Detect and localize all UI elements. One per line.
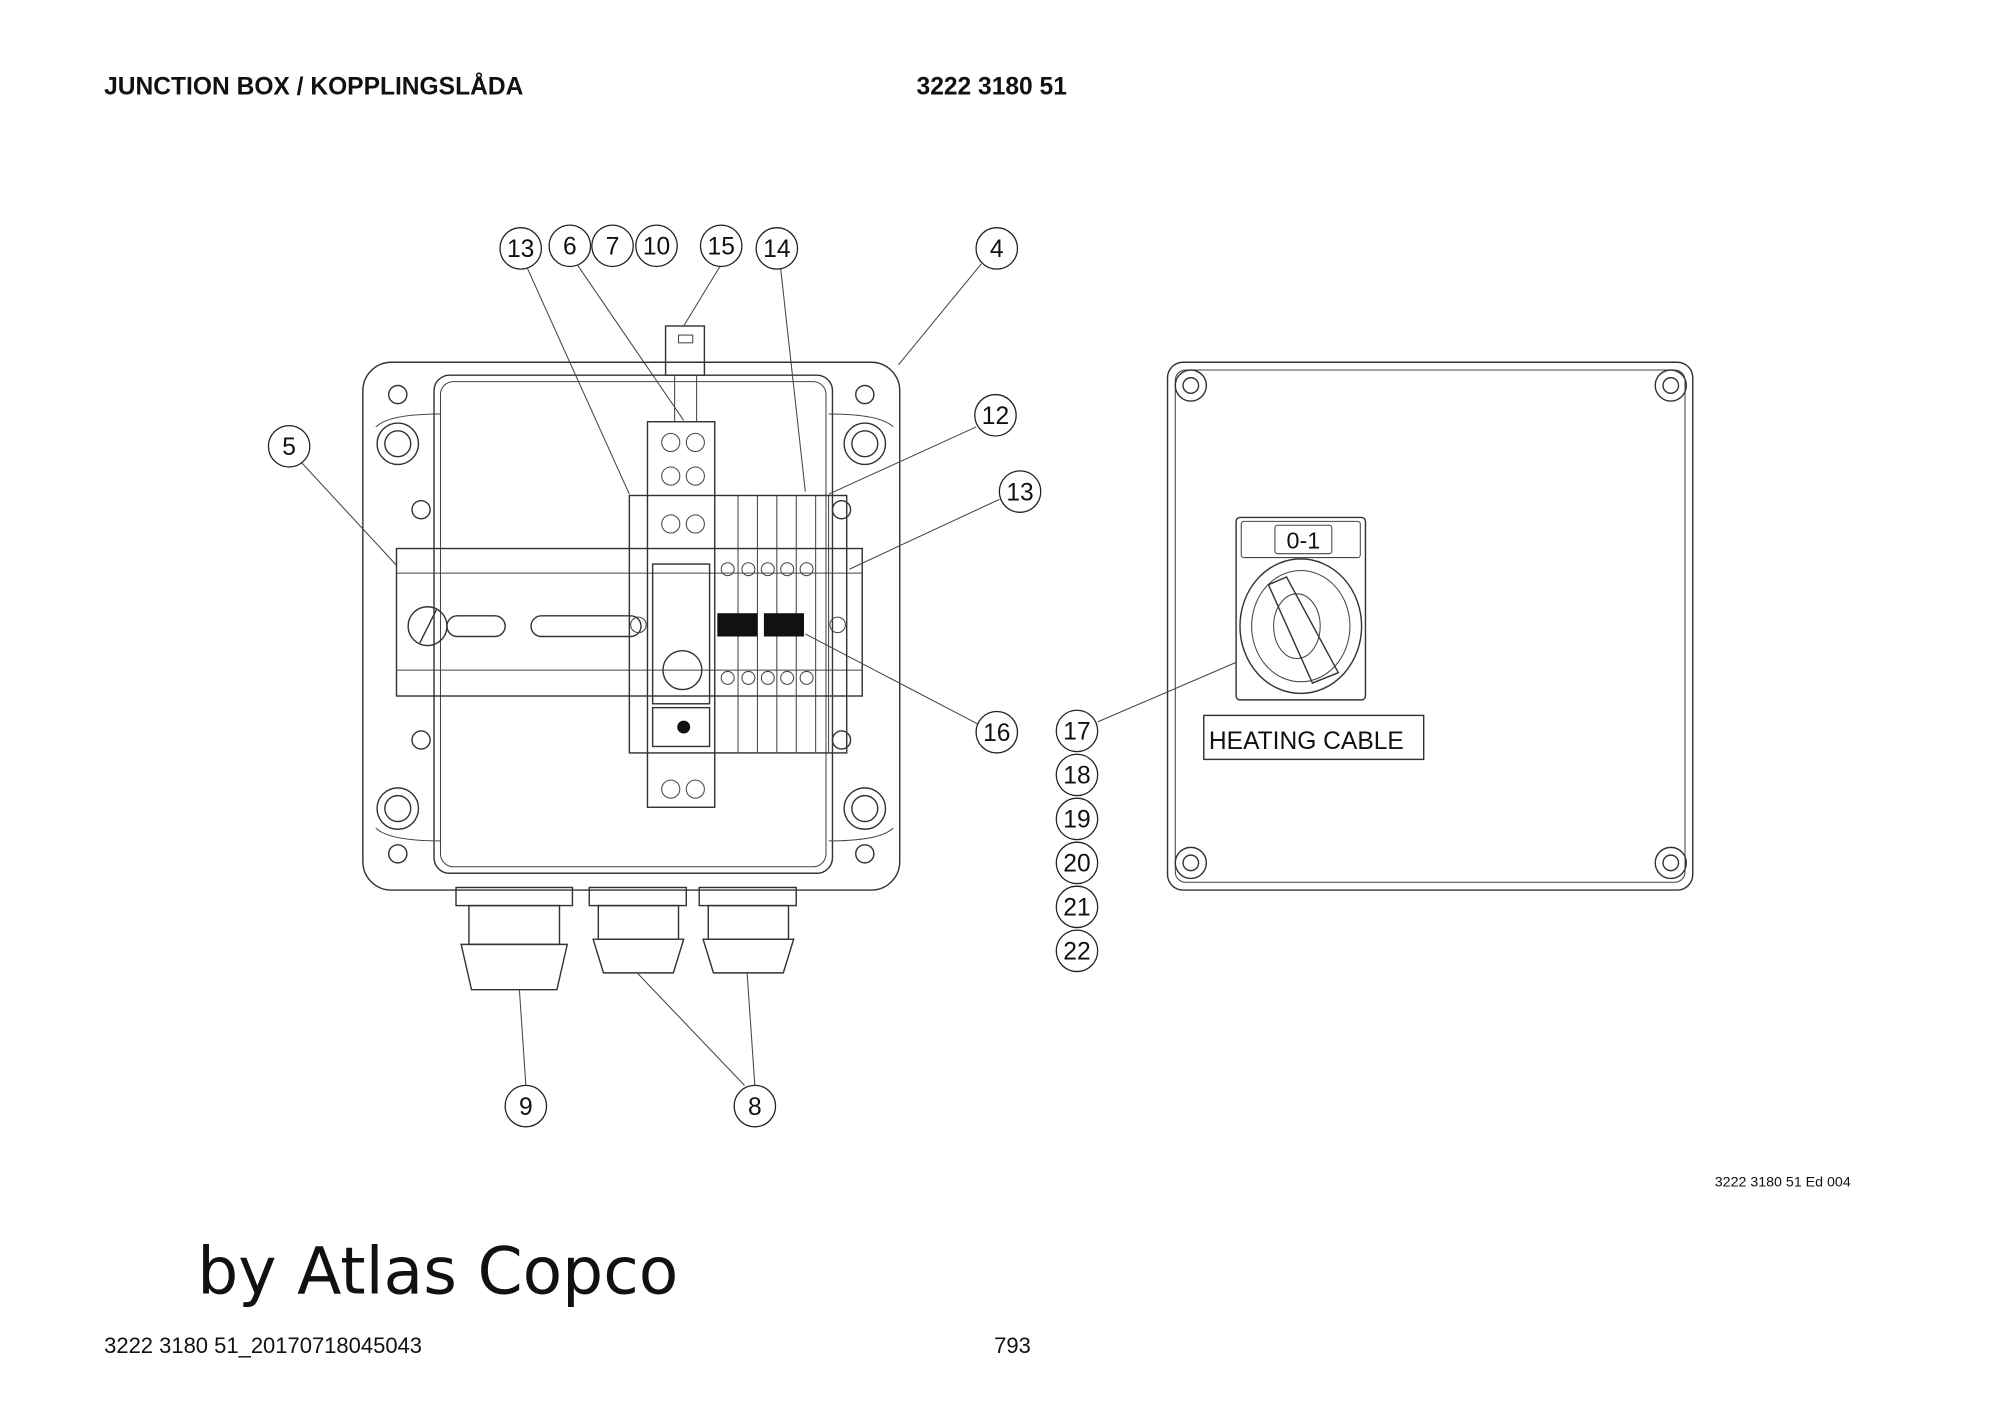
balloon-circle (1055, 753, 1099, 797)
balloon-number: 13 (507, 236, 534, 263)
balloon-circle (975, 227, 1019, 270)
balloon-circle (733, 1084, 777, 1128)
edition-label: 3222 3180 51 Ed 004 (1715, 1174, 1851, 1190)
balloon-circle (974, 393, 1017, 437)
balloon-circle (975, 710, 1019, 754)
balloon-number: 16 (983, 720, 1010, 747)
item-balloon: 19 (1055, 797, 1099, 841)
balloon-number: 17 (1063, 719, 1090, 746)
balloon-number: 21 (1063, 895, 1090, 922)
switch-position-label: 0-1 (1287, 528, 1321, 554)
balloon-circle (548, 224, 592, 268)
balloon-number: 8 (748, 1094, 762, 1121)
item-balloon: 6 (548, 224, 592, 268)
item-balloon: 10 (635, 224, 678, 268)
item-balloon: 20 (1055, 841, 1099, 885)
item-balloon: 9 (504, 1084, 548, 1128)
balloon-number: 6 (563, 234, 577, 261)
balloon-number: 5 (282, 434, 296, 461)
item-balloon: 17 (1055, 709, 1099, 753)
balloon-circle (504, 1084, 548, 1128)
header-title: JUNCTION BOX / KOPPLINGSLÅDA (104, 72, 523, 100)
balloon-circle (267, 424, 311, 468)
footer-doc-id: 3222 3180 51_20170718045043 (104, 1333, 422, 1358)
balloon-number: 14 (763, 236, 790, 263)
item-balloon: 22 (1055, 929, 1099, 973)
leader-lines (301, 263, 1237, 1086)
item-balloon: 13 (998, 470, 1042, 513)
balloon-number: 13 (1006, 479, 1033, 506)
balloon-number: 9 (519, 1094, 533, 1121)
item-balloon: 14 (755, 227, 799, 270)
item-balloon: 12 (974, 393, 1017, 437)
balloon-number: 4 (990, 236, 1004, 263)
item-balloon: 16 (975, 710, 1019, 754)
item-balloon: 5 (267, 424, 311, 468)
junction-box-open (362, 325, 901, 991)
item-balloon: 13 (499, 227, 543, 270)
watermark-text: by Atlas Copco (197, 1235, 678, 1310)
balloon-circle (1055, 841, 1099, 885)
balloon-circle (998, 470, 1042, 513)
balloon-circle (635, 224, 678, 268)
balloon-number: 10 (643, 234, 670, 261)
item-balloon: 21 (1055, 885, 1099, 929)
cable-glands (455, 886, 797, 991)
header-part-number: 3222 3180 51 (917, 73, 1067, 100)
item-balloons: 13 6 7 10 15 14 4 12 5 13 16 17 18 19 20 21 22 9 8 (267, 224, 1099, 1128)
junction-box-lid: 0-1 HEATING CABLE (1166, 361, 1694, 891)
balloon-circle (591, 224, 634, 268)
balloon-number: 15 (708, 234, 735, 261)
terminal-block (628, 325, 848, 808)
balloon-circle (1055, 797, 1099, 841)
balloon-number: 7 (606, 234, 620, 261)
balloon-number: 19 (1063, 807, 1090, 834)
balloon-number: 20 (1063, 851, 1090, 878)
item-balloon: 4 (975, 227, 1019, 270)
mounting-holes (376, 384, 887, 864)
balloon-circle (1055, 885, 1099, 929)
balloon-circle (499, 227, 543, 270)
footer-page-number: 793 (994, 1333, 1031, 1358)
rotary-switch: 0-1 (1235, 516, 1367, 701)
balloon-circle (699, 224, 743, 268)
balloon-circle (1055, 709, 1099, 753)
item-balloon: 7 (591, 224, 634, 268)
balloon-number: 12 (982, 403, 1009, 430)
balloon-number: 22 (1063, 939, 1090, 966)
item-balloon: 15 (699, 224, 743, 268)
balloon-circle (1055, 929, 1099, 973)
balloon-circle (755, 227, 799, 270)
heating-cable-label: HEATING CABLE (1209, 728, 1404, 755)
item-balloon: 18 (1055, 753, 1099, 797)
balloon-number: 18 (1063, 763, 1090, 790)
item-balloon: 8 (733, 1084, 777, 1128)
